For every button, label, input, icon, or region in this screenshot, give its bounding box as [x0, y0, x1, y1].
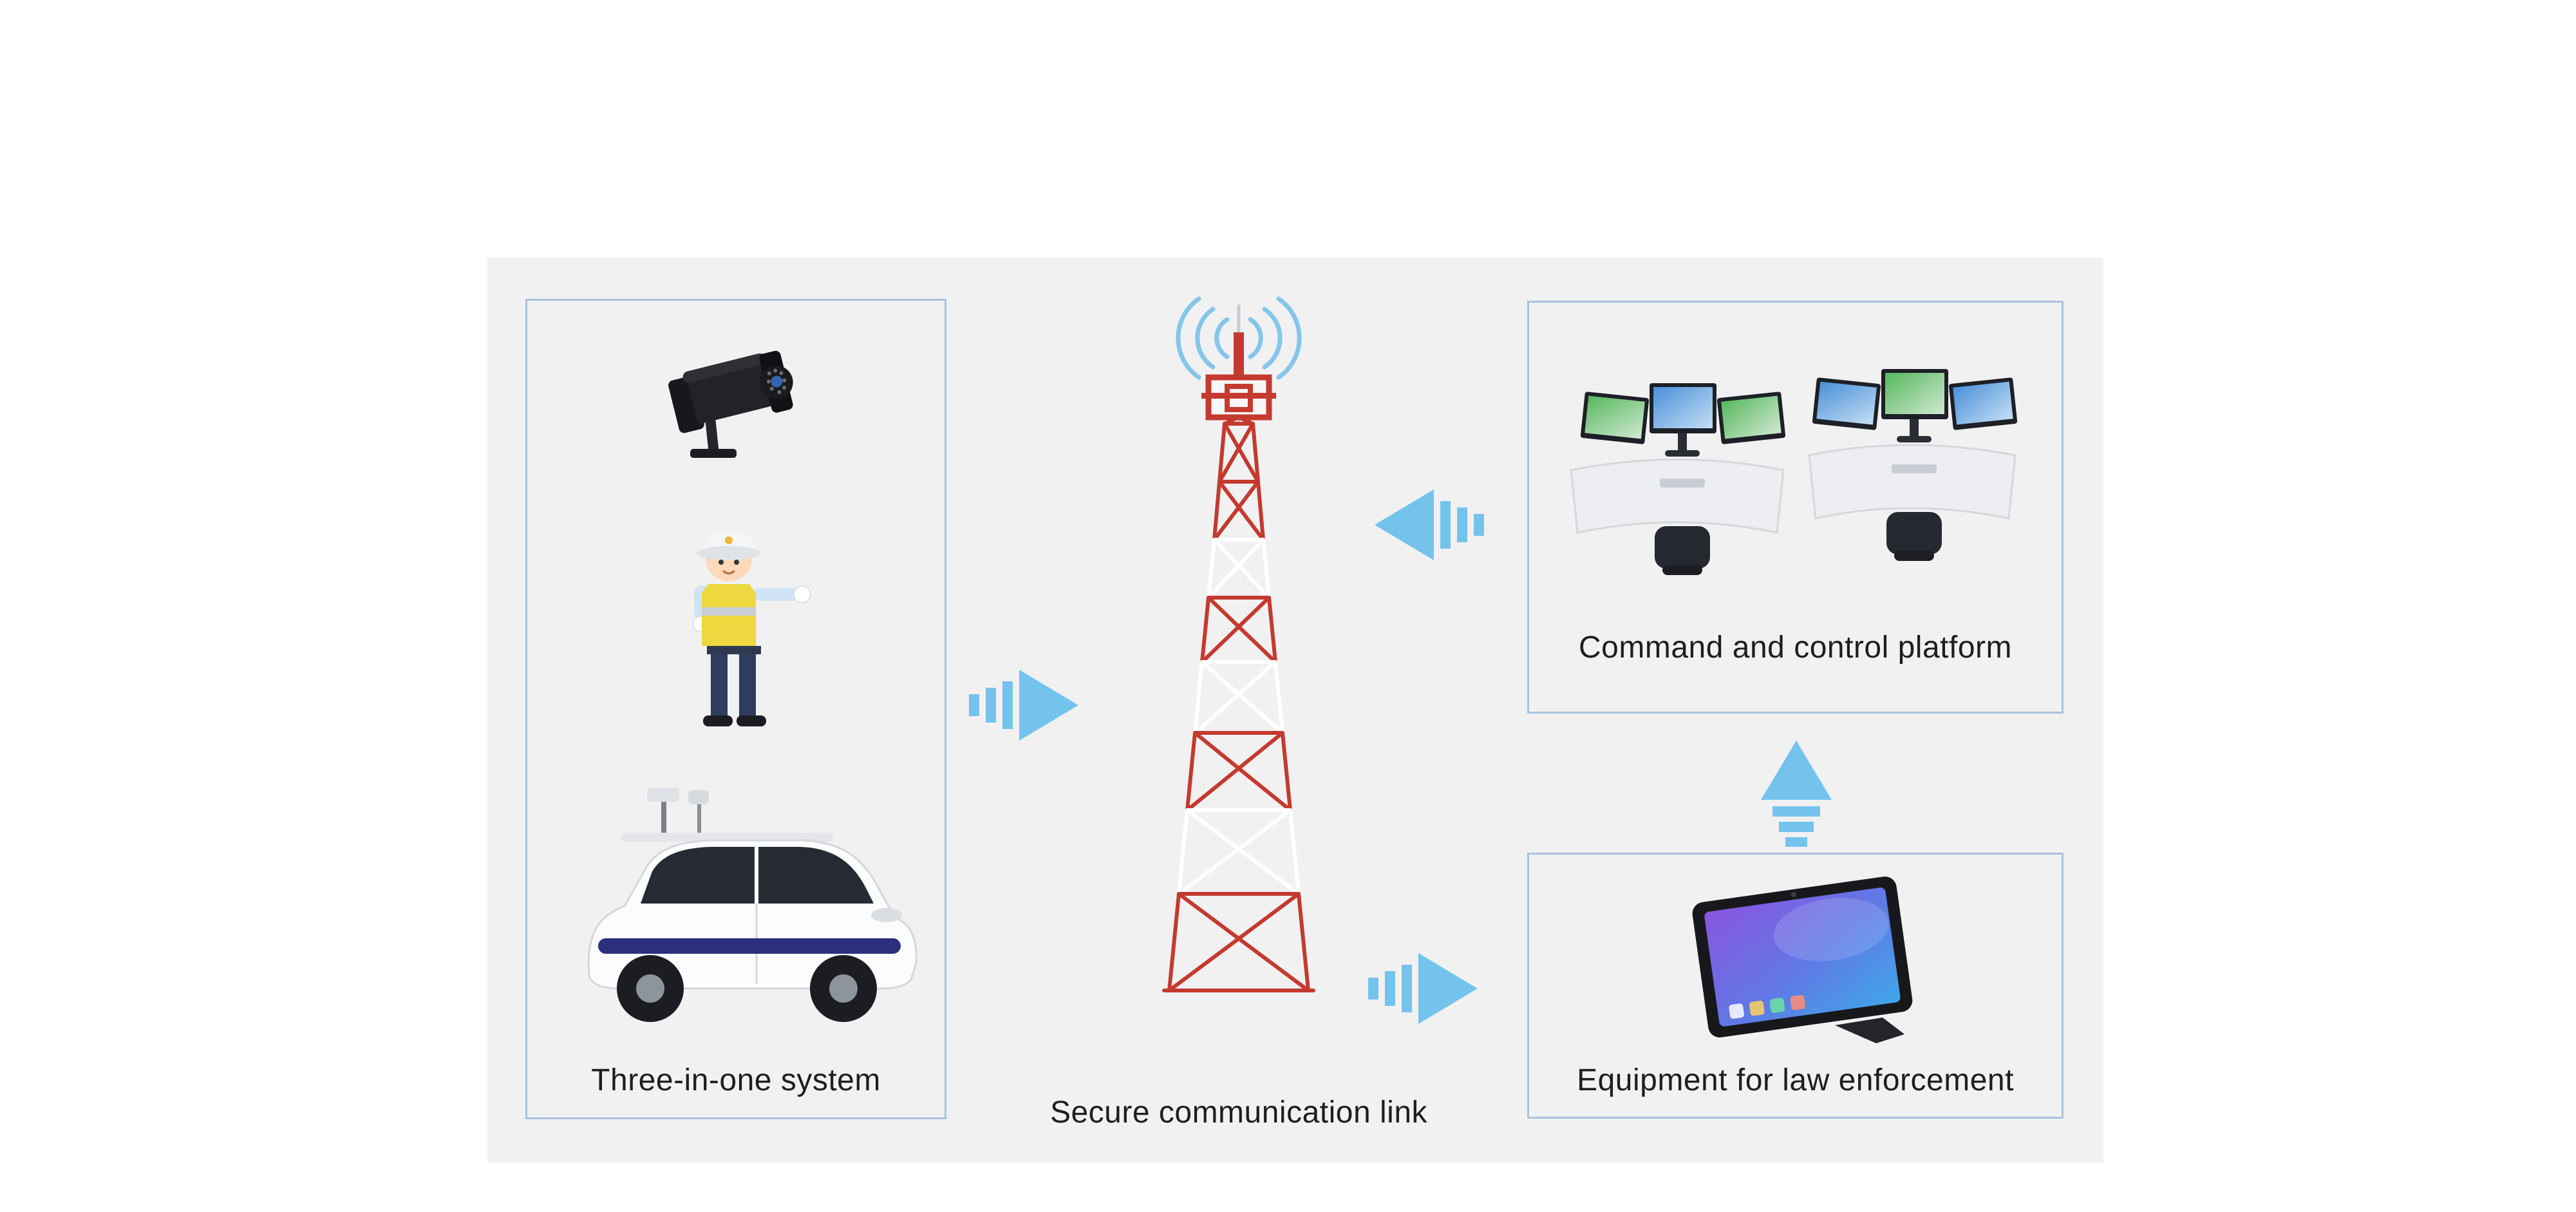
equipment-for-law-enforcement-label: Equipment for law enforcement	[1577, 1063, 2014, 1097]
three-in-one-system-box	[525, 299, 946, 1119]
patrol-vehicle-icon	[587, 788, 917, 1022]
cctv-camera-icon	[668, 350, 793, 458]
signal-waves-icon	[1176, 296, 1302, 380]
secure-communication-link-label: Secure communication link	[1049, 1095, 1428, 1130]
arrow-equipment-to-command-platform-icon	[1761, 741, 1832, 847]
radio-tower-icon	[1162, 296, 1315, 992]
command-and-control-platform-box	[1527, 301, 2064, 714]
tablet-icon	[1692, 876, 1913, 1043]
three-in-one-system-label: Three-in-one system	[591, 1063, 881, 1097]
arrow-command-platform-to-tower-icon	[1375, 489, 1484, 560]
command-and-control-platform-label: Command and control platform	[1579, 630, 2012, 665]
equipment-for-law-enforcement-box	[1527, 853, 2064, 1119]
arrow-three-in-one-to-tower-icon	[969, 670, 1078, 741]
arrow-tower-to-equipment-icon	[1368, 953, 1478, 1024]
control-room-icon	[1570, 369, 2018, 575]
traffic-police-icon	[692, 530, 811, 726]
